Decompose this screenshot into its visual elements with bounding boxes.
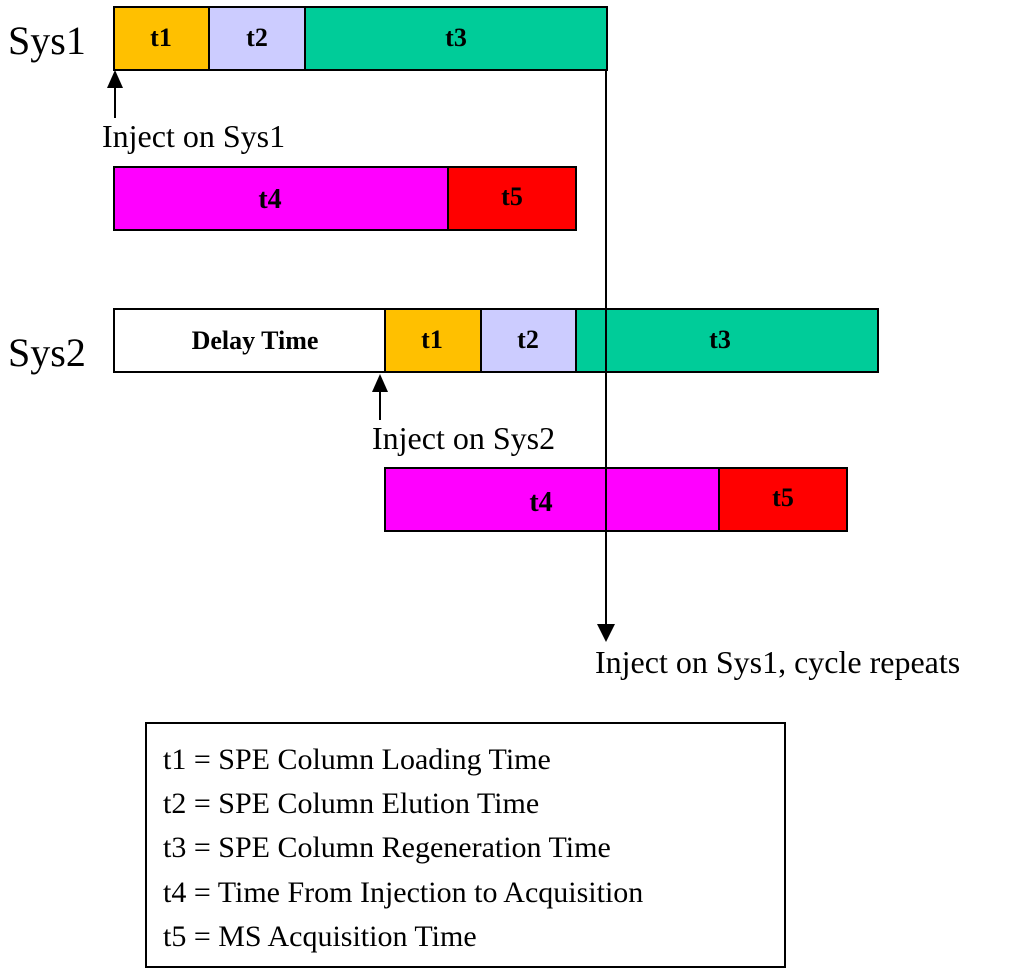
legend-item-t2: t2 = SPE Column Elution Time (163, 787, 539, 820)
sys2-segment-t4-label: t4 (529, 487, 552, 518)
sys2-segment-t2-label: t2 (517, 325, 539, 354)
sys1-segment-t5 (447, 166, 577, 231)
sys2-track: Delay Time t1 t2 t3 (113, 308, 879, 373)
cycle-repeat-arrowhead-icon (597, 624, 615, 642)
sys2-lower-track: t4 t5 (384, 467, 848, 532)
sys1-segment-t2 (208, 6, 306, 71)
legend-item-t4: t4 = Time From Injection to Acquisition (163, 876, 643, 909)
sys1-inject-arrowhead-icon (107, 70, 123, 88)
sys1-segment-t1 (113, 6, 210, 71)
sys2-segment-delay (113, 308, 386, 373)
sys2-segment-t3 (575, 308, 879, 373)
sys2-inject-arrowhead-icon (372, 374, 388, 392)
sys1-segment-t2-label: t2 (246, 23, 268, 52)
sys2-inject-label: Inject on Sys2 (372, 420, 555, 456)
legend-box: t1 = SPE Column Loading Time t2 = SPE Co… (145, 722, 786, 968)
sys2-segment-t3-label: t3 (709, 325, 731, 354)
legend-item-t3: t3 = SPE Column Regeneration Time (163, 831, 611, 864)
sys1-label: Sys1 (8, 18, 86, 63)
sys1-segment-t3-label: t3 (445, 23, 467, 52)
sys1-track: t1 t2 t3 (113, 6, 608, 71)
legend-border (145, 722, 786, 968)
sys2-segment-t5 (718, 467, 848, 532)
sys1-inject-label: Inject on Sys1 (102, 118, 285, 154)
sys1-segment-t1-label: t1 (150, 23, 172, 52)
sys2-segment-t4 (384, 467, 720, 532)
sys2-segment-t1-label: t1 (421, 325, 443, 354)
cycle-repeat-label: Inject on Sys1, cycle repeats (595, 644, 960, 680)
sys1-segment-t4-label: t4 (258, 184, 281, 215)
sys2-segment-delay-label: Delay Time (192, 326, 319, 355)
sys1-segment-t5-label: t5 (501, 182, 523, 211)
legend-item-t1: t1 = SPE Column Loading Time (163, 743, 551, 776)
legend-item-t5: t5 = MS Acquisition Time (163, 920, 477, 953)
sys2-label: Sys2 (8, 330, 86, 375)
sys2-segment-t5-label: t5 (772, 483, 794, 512)
sys1-lower-track: t4 t5 (113, 166, 577, 231)
sys1-segment-t3 (304, 6, 608, 71)
